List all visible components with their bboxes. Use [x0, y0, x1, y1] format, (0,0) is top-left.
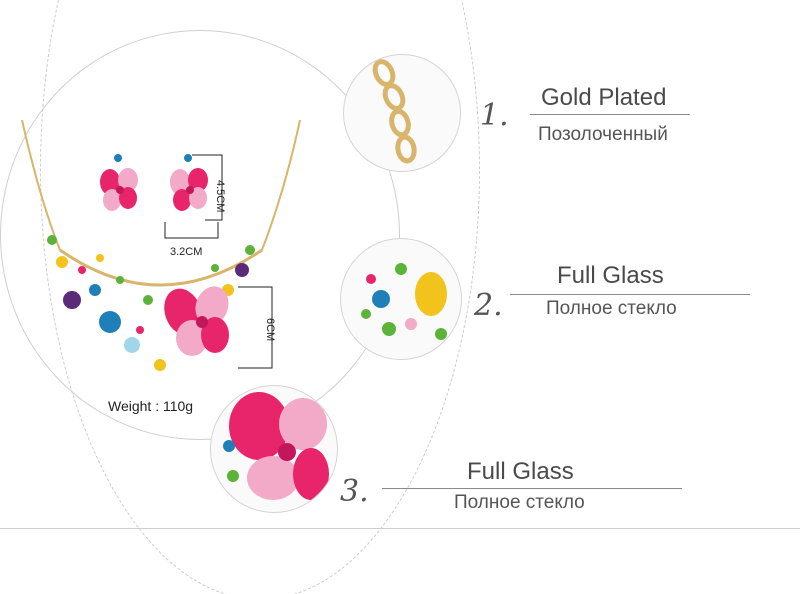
feature-1-rule	[530, 114, 690, 115]
feature-1-subtitle: Позолоченный	[538, 124, 668, 145]
detail-chain-circle	[343, 54, 461, 172]
feature-2-subtitle: Полное стекло	[546, 298, 677, 319]
pendant-height-label: 6CM	[264, 318, 276, 342]
weight-label: Weight : 110g	[108, 398, 194, 414]
main-product-circle	[0, 30, 400, 440]
feature-3-title: Full Glass	[467, 458, 574, 485]
detail-flower-circle	[210, 385, 338, 513]
feature-1-number: 1.	[480, 98, 509, 133]
feature-3-number: 3.	[340, 474, 369, 509]
feature-2-title: Full Glass	[557, 262, 664, 289]
feature-2-number: 2.	[474, 288, 503, 323]
feature-2-rule	[510, 294, 750, 295]
earring-width-label: 3.2CM	[170, 246, 203, 258]
earring-height-label: 4.5CM	[214, 180, 226, 213]
feature-3-subtitle: Полное стекло	[454, 492, 585, 513]
feature-3-rule	[382, 488, 682, 489]
detail-glass-circle	[340, 238, 462, 360]
feature-1-title: Gold Plated	[541, 84, 667, 111]
divider	[0, 528, 800, 529]
